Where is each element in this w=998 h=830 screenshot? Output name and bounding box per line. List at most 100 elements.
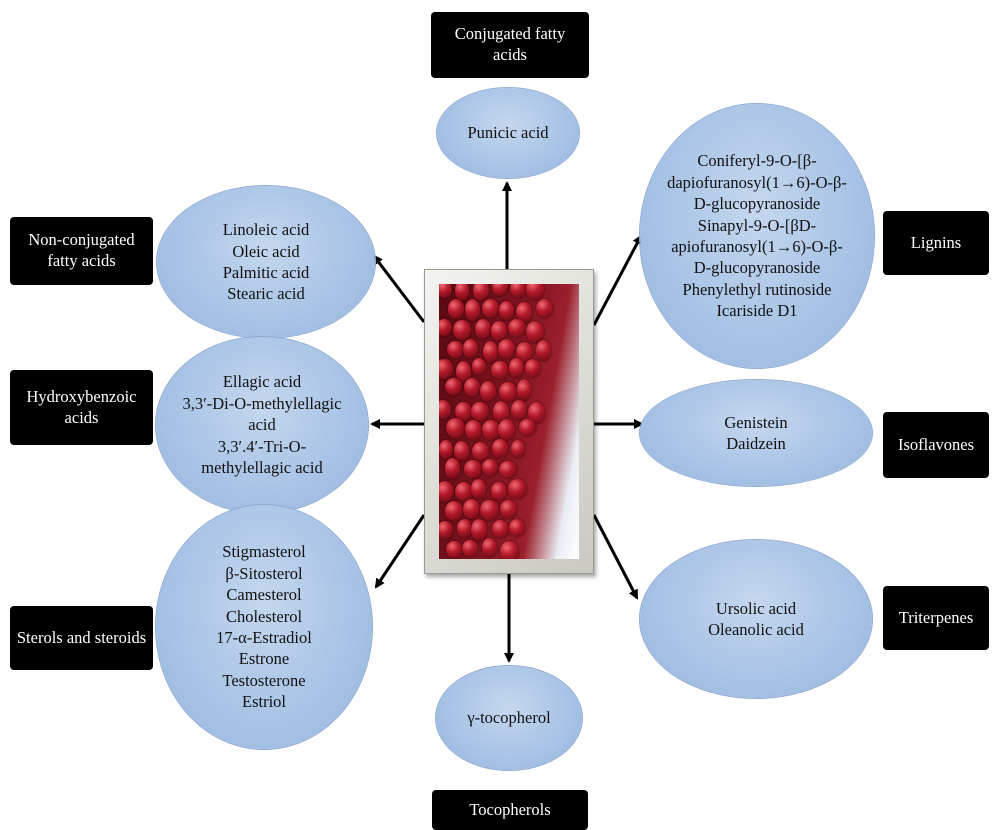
arrow-to-sterols — [374, 514, 426, 589]
pomegranate-seed — [473, 284, 489, 301]
pomegranate-seed — [490, 321, 507, 341]
pomegranate-seed — [499, 381, 517, 402]
pomegranate-seed — [492, 400, 509, 423]
pomegranate-seed — [498, 460, 517, 479]
pomegranate-seed — [445, 458, 460, 479]
label-sterols-and-steroids: Sterols and steroids — [10, 606, 153, 670]
pomegranate-seed — [482, 340, 499, 363]
compound-item: β-Sitosterol — [225, 563, 303, 583]
pomegranate-seed — [516, 301, 532, 324]
pomegranate-seed — [447, 298, 464, 319]
label-lignins: Lignins — [883, 211, 989, 275]
compound-item: Camesterol — [226, 585, 302, 605]
pomegranate-seed — [471, 401, 489, 422]
pomegranate-seed — [508, 518, 526, 538]
compound-item: Ellagic acid — [222, 372, 302, 392]
label-tocopherols: Tocopherols — [432, 790, 588, 830]
pomegranate-seed — [510, 399, 528, 421]
pomegranate-seed — [509, 284, 527, 299]
pomegranate-seed — [444, 378, 462, 396]
compound-item: 3,3′-Di-O-methylellagic — [182, 393, 342, 413]
pomegranate-seed — [480, 499, 499, 521]
pomegranate-seed — [510, 440, 525, 459]
ellipse-lignins: Coniferyl-9-O-[β- dapiofuranosyl(1→6)-O-… — [640, 104, 874, 368]
pomegranate-seed — [481, 298, 499, 318]
ellipse-triterpenes: Ursolic acid Oleanolic acid — [640, 540, 872, 698]
pomegranate-seed — [439, 440, 454, 459]
pomegranate-seed — [517, 379, 532, 401]
label-conjugated-fatty-acids: Conjugated fatty acids — [431, 12, 589, 78]
compound-item: Stearic acid — [227, 284, 305, 304]
arrow-to-non-conjugated — [372, 254, 426, 323]
compound-item: Palmitic acid — [222, 263, 310, 282]
compound-item: Coniferyl-9-O-[β- — [697, 151, 817, 171]
pomegranate-seed — [482, 419, 501, 441]
pomegranate-seed — [498, 301, 515, 320]
pomegranate-seed — [439, 521, 454, 539]
pomegranate-seed — [455, 361, 471, 383]
pomegranate-seed — [439, 318, 452, 337]
pomegranate-seed — [444, 500, 464, 521]
pomegranate-seed — [525, 359, 541, 378]
pomegranate-seed — [463, 378, 480, 398]
compound-item: Estriol — [242, 692, 286, 712]
pomegranate-seed — [516, 341, 533, 364]
pomegranate-seed — [492, 438, 509, 458]
pomegranate-seed — [526, 321, 545, 343]
ellipse-conjugated: Punicic acid — [437, 88, 579, 178]
pomegranate-seed — [535, 298, 553, 318]
compound-list: Stigmasterol β-Sitosterol Camesterol Cho… — [216, 541, 312, 713]
compound-item: γ-tocopherol — [467, 708, 551, 728]
pomegranate-seed — [454, 481, 473, 501]
pomegranate-seed — [536, 339, 551, 361]
label-isoflavones: Isoflavones — [883, 412, 989, 478]
compound-item: D-glucopyranoside — [693, 194, 821, 214]
compound-item: acid — [248, 415, 276, 435]
compound-item: Cholesterol — [225, 606, 303, 626]
pomegranate-seed — [453, 319, 471, 340]
pomegranate-seed — [500, 500, 518, 519]
pomegranate-seed — [508, 478, 527, 499]
pomegranate-seed — [446, 540, 463, 559]
compound-list: γ-tocopherol — [467, 707, 550, 728]
compound-list: Genistein Daidzein — [724, 412, 787, 455]
pomegranate-seed — [491, 481, 507, 501]
compound-item: D-glucopyranoside — [693, 258, 821, 278]
pomegranate-seed — [455, 401, 472, 421]
pomegranate-seed — [525, 284, 545, 301]
ellipse-non-conjugated: Linoleic acid Oleic acid Palmitic acid S… — [157, 186, 375, 338]
pomegranate-seed — [445, 418, 465, 439]
arrow-to-lignins — [592, 234, 643, 326]
ellipse-isoflavones: Genistein Daidzein — [640, 380, 872, 486]
compound-item: Stigmasterol — [222, 542, 306, 562]
pomegranate-seed — [463, 339, 479, 359]
compound-item: Linoleic acid — [222, 220, 310, 240]
compound-list: Ellagic acid 3,3′-Di-O-methylellagic aci… — [183, 371, 342, 478]
pomegranate-seed — [491, 284, 509, 297]
pomegranate-seed — [491, 361, 510, 380]
compound-item: Testosterone — [222, 670, 306, 690]
pomegranate-seed — [508, 318, 526, 337]
compound-list: Coniferyl-9-O-[β- dapiofuranosyl(1→6)-O-… — [667, 150, 847, 322]
pomegranate-seed — [456, 519, 472, 538]
pomegranate-seed — [518, 418, 536, 437]
ellipse-sterols: Stigmasterol β-Sitosterol Camesterol Cho… — [156, 505, 372, 749]
compound-item: Oleic acid — [232, 241, 300, 261]
pomegranate-seed — [464, 419, 483, 441]
compound-item: methylellagic acid — [201, 458, 323, 478]
pomegranate-seed — [471, 358, 487, 376]
compound-item: apiofuranosyl(1→6)-O-β- — [671, 237, 843, 256]
compound-item: 17-α-Estradiol — [216, 628, 312, 647]
compound-list: Punicic acid — [467, 122, 548, 143]
pomegranate-seed — [528, 401, 545, 424]
arrow-to-triterpenes — [592, 514, 639, 600]
compound-item: Genistein — [724, 412, 788, 432]
pomegranate-seed — [499, 540, 519, 559]
pomegranate-seed — [463, 460, 483, 478]
ellipse-hydroxybenzoic: Ellagic acid 3,3′-Di-O-methylellagic aci… — [156, 337, 368, 513]
label-triterpenes: Triterpenes — [883, 586, 989, 650]
pomegranate-seeds-image — [439, 284, 579, 559]
label-non-conjugated-fatty-acids: Non-conjugated fatty acids — [10, 217, 153, 285]
